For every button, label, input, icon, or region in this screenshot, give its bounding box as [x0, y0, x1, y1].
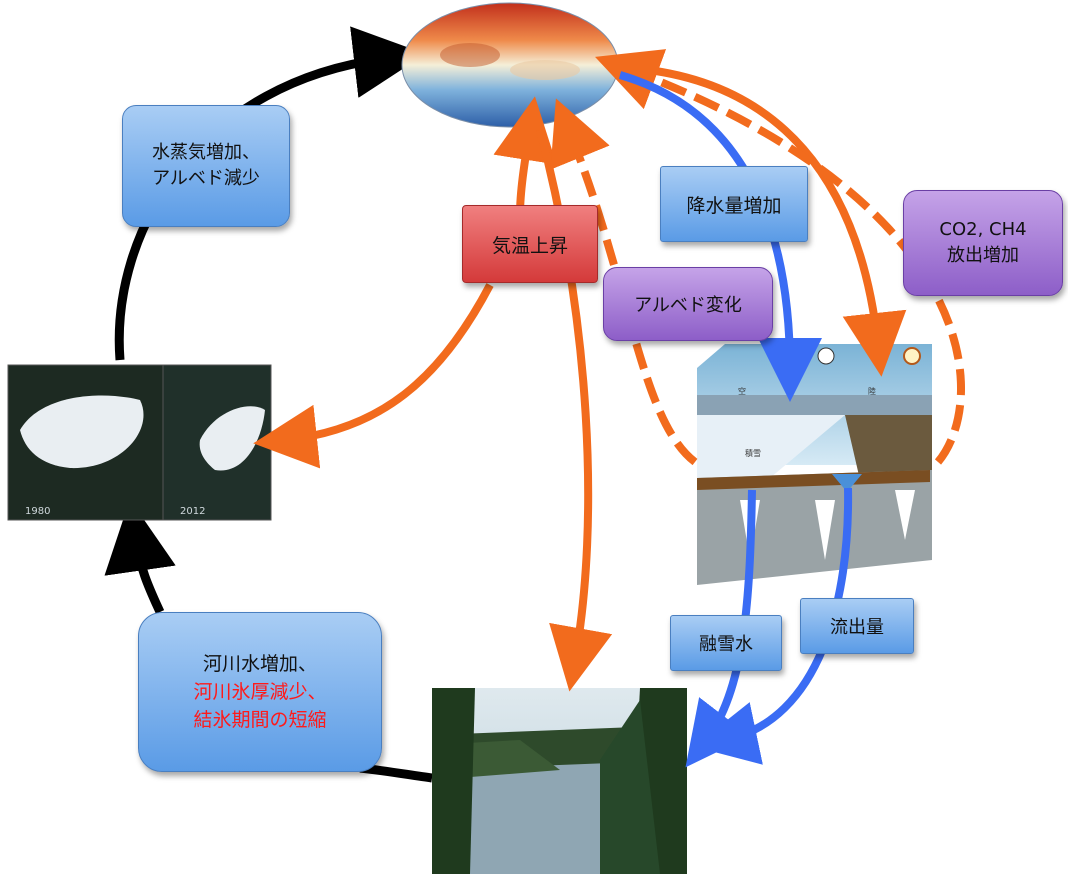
box-snowmelt: 融雪水: [670, 615, 782, 671]
permafrost-block-image: 空 積雪 陸: [697, 344, 932, 585]
arrow-globe-to-permafrost: [629, 64, 907, 377]
vapor-line2: アルベド減少: [152, 168, 260, 189]
cycle-arrow-from-river: [359, 763, 433, 783]
co2-line2: 放出増加: [947, 245, 1019, 266]
box-river-change: 河川水増加、 河川氷厚減少、 結氷期間の短縮: [138, 612, 382, 772]
block-label-sky: 空: [738, 386, 746, 396]
seaice-left-year: 1980: [25, 506, 50, 517]
box-albedo-change: アルベド変化: [603, 267, 773, 341]
block-label-right: 陸: [868, 386, 876, 396]
box-precipitation: 降水量増加: [660, 166, 808, 242]
box-vapor-albedo: 水蒸気増加、 アルベド減少: [122, 105, 290, 227]
runoff-label: 流出量: [830, 617, 884, 638]
dashed-arrow-albedo: [550, 98, 698, 466]
snowmelt-label: 融雪水: [699, 634, 753, 655]
temp-label: 気温上昇: [491, 234, 568, 257]
cycle-arrow-to-seaice: [104, 499, 176, 614]
box-temperature-rise: 気温上昇: [462, 205, 598, 283]
river-photo: [432, 688, 687, 874]
river-line3: 結氷期間の短縮: [193, 709, 327, 731]
global-temperature-map: [401, 2, 619, 128]
precip-label: 降水量増加: [686, 194, 782, 217]
seaice-right-year: 2012: [180, 506, 205, 517]
arrow-temp-to-globe: [493, 96, 557, 216]
box-co2-ch4: CO2, CH4 放出増加: [903, 190, 1063, 296]
arrow-temp-to-seaice: [253, 283, 494, 469]
box-runoff: 流出量: [800, 598, 914, 654]
block-label-snow: 積雪: [745, 448, 761, 458]
river-line2: 河川氷厚減少、: [193, 681, 327, 703]
river-line1: 河川水増加、: [202, 653, 317, 675]
vapor-line1: 水蒸気増加、: [152, 142, 260, 163]
albedo-label: アルベド変化: [634, 295, 742, 316]
sea-ice-images: 1980 2012: [7, 364, 272, 521]
co2-line1: CO2, CH4: [939, 219, 1027, 240]
